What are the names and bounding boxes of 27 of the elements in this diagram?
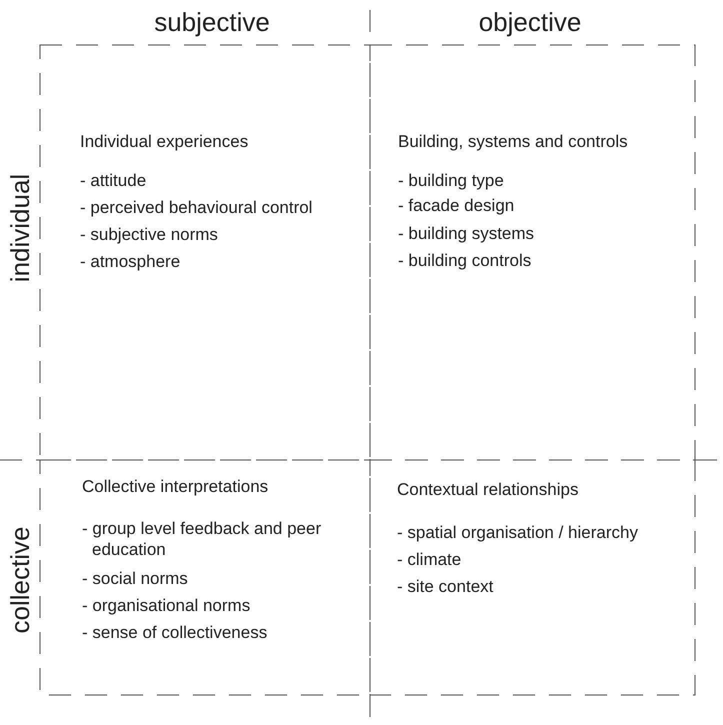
list-item: - organisational norms (82, 595, 252, 616)
quadrant-heading: Collective interpretations (82, 476, 268, 497)
list-item: - sense of collectiveness (82, 622, 268, 643)
list-item: - site context (397, 576, 494, 597)
quadrant-heading: Building, systems and controls (398, 131, 628, 152)
quadrant-heading: Individual experiences (80, 131, 248, 152)
list-item: - atmosphere (80, 251, 180, 272)
column-heading: subjective (154, 7, 270, 37)
list-item: - climate (397, 549, 462, 570)
quadrant-panel (40, 460, 370, 695)
quadrant-panel (40, 45, 370, 460)
list-item: - building type (398, 170, 504, 191)
row-heading: collective (5, 526, 35, 634)
column-heading: objective (478, 7, 582, 37)
list-item: - social norms (82, 568, 189, 589)
list-item: - building controls (398, 250, 532, 271)
list-item: - attitude (80, 170, 146, 191)
quadrant-panel (370, 45, 695, 460)
list-item: - subjective norms (80, 224, 218, 245)
list-item: - building systems (398, 223, 534, 244)
row-heading: individual (5, 174, 35, 282)
quadrant-heading: Contextual relationships (397, 479, 578, 500)
list-item: - spatial organisation / hierarchy (397, 522, 638, 543)
list-item: - perceived behavioural control (80, 197, 312, 218)
quadrant-panel (370, 460, 695, 695)
list-item: - facade design (398, 195, 514, 216)
list-item: - group level feedback and peer education (82, 518, 322, 560)
